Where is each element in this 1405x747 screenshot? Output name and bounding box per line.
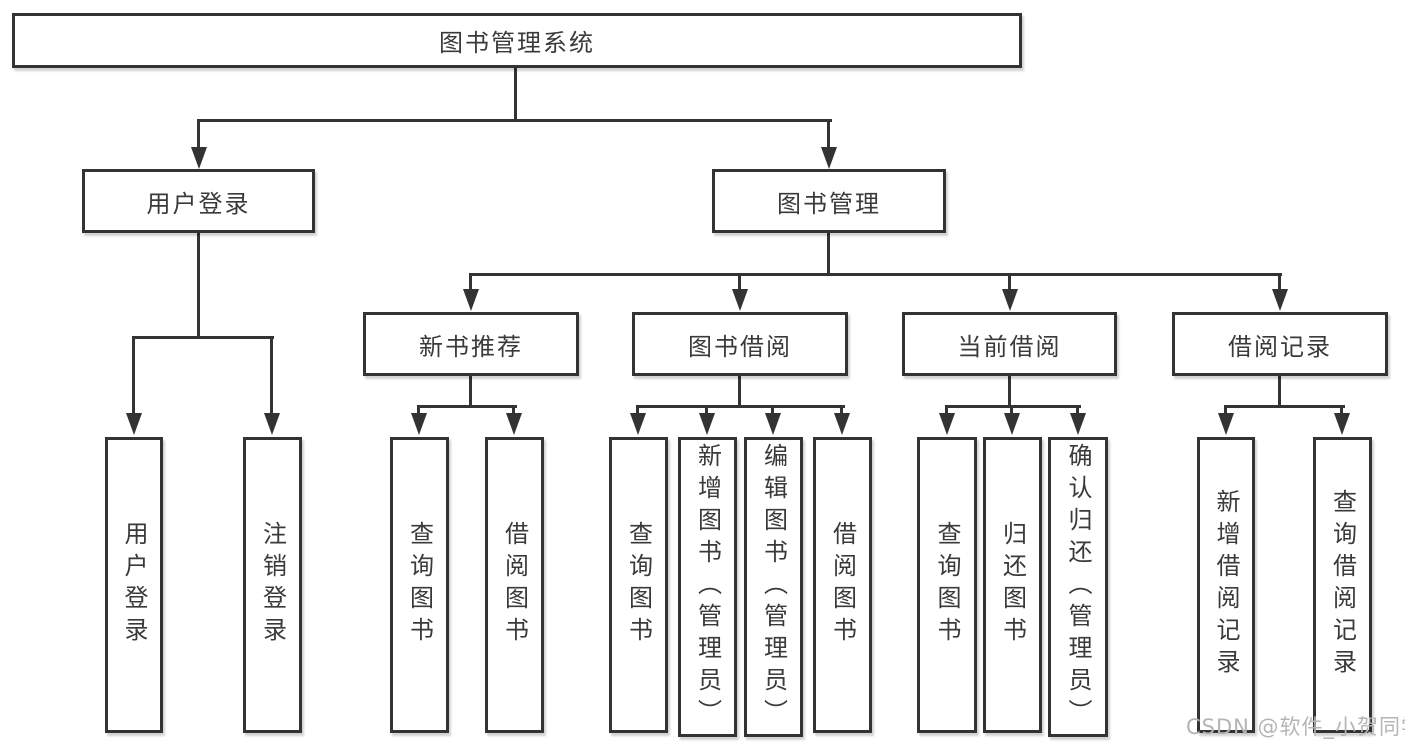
arrow-to-br-add (1218, 413, 1234, 435)
node-current-borrow-group: 当前借阅 (902, 312, 1117, 376)
connector-current-child3-stem (1076, 405, 1079, 417)
connector-level1-hbar (197, 119, 832, 122)
connector-records-child2-stem (1340, 405, 1343, 417)
connector-login-child2-stem (270, 336, 273, 415)
leaf-cb-query-books-label: 查询图书 (933, 521, 961, 649)
node-book-mgmt-label: 图书管理 (777, 189, 881, 218)
leaf-cb-confirm-return: 确认归还（管理员） (1048, 437, 1108, 737)
connector-newbook-drop (469, 376, 472, 408)
connector-records-hbar (1224, 405, 1345, 408)
connector-login-hbar (132, 336, 274, 339)
arrow-to-book-mgmt (821, 147, 837, 169)
csdn-watermark: CSDN @软件_小贺同学 (1186, 715, 1405, 739)
node-user-login-branch: 用户登录 (82, 169, 315, 233)
connector-login-child1-stem (132, 336, 135, 415)
leaf-cb-return-books: 归还图书 (983, 437, 1042, 733)
arrow-to-logout-leaf (264, 413, 280, 435)
connector-borrow-child4-stem (840, 405, 843, 417)
leaf-nb-query-books-label: 查询图书 (405, 521, 434, 649)
connector-group2-stem (738, 273, 741, 291)
leaf-nb-borrow-books: 借阅图书 (485, 437, 544, 733)
arrow-to-book-borrow-group (732, 289, 748, 311)
connector-records-drop (1278, 376, 1281, 408)
arrow-to-cb-query (939, 413, 955, 435)
leaf-bb-edit-books-label: 编辑图书（管理员） (759, 443, 788, 731)
connector-mgmt-stem (827, 119, 830, 149)
connector-group3-stem (1008, 273, 1011, 291)
node-book-mgmt-branch: 图书管理 (712, 169, 946, 233)
arrow-to-cb-confirm (1070, 413, 1086, 435)
leaf-logout: 注销登录 (243, 437, 302, 733)
node-root-label: 图书管理系统 (439, 29, 595, 57)
arrow-to-current-borrow-group (1002, 289, 1018, 311)
leaf-nb-query-books: 查询图书 (390, 437, 449, 733)
leaf-bb-borrow-books: 借阅图书 (813, 437, 872, 733)
connector-login-drop (197, 232, 200, 338)
leaf-cb-confirm-return-label: 确认归还（管理员） (1064, 443, 1092, 731)
arrow-to-nb-query (411, 413, 427, 435)
arrow-to-bb-edit (765, 413, 781, 435)
leaf-bb-query-books-label: 查询图书 (624, 521, 653, 649)
node-book-borrow-group: 图书借阅 (632, 312, 848, 376)
node-borrow-records-group: 借阅记录 (1172, 312, 1388, 376)
leaf-br-add-record: 新增借阅记录 (1197, 437, 1255, 733)
node-borrow-records-label: 借阅记录 (1228, 332, 1332, 361)
leaf-br-query-record-label: 查询借阅记录 (1328, 489, 1357, 681)
node-book-borrow-label: 图书借阅 (688, 332, 792, 361)
leaf-cb-return-books-label: 归还图书 (998, 521, 1027, 649)
node-root: 图书管理系统 (12, 13, 1022, 68)
connector-borrow-child1-stem (636, 405, 639, 417)
connector-newbook-child2-stem (512, 405, 515, 417)
arrow-to-cb-return (1004, 413, 1020, 435)
connector-borrow-hbar (636, 405, 845, 408)
connector-level2-hbar (469, 273, 1282, 276)
leaf-user-login-label: 用户登录 (120, 521, 148, 649)
node-user-login-label: 用户登录 (146, 189, 251, 218)
node-new-book-group: 新书推荐 (363, 312, 579, 376)
connector-newbook-hbar (417, 405, 517, 408)
arrow-to-br-query (1334, 413, 1350, 435)
connector-borrow-child3-stem (771, 405, 774, 417)
leaf-bb-query-books: 查询图书 (609, 437, 668, 733)
arrow-to-bb-borrow (834, 413, 850, 435)
node-new-book-label: 新书推荐 (419, 332, 523, 361)
connector-current-child1-stem (945, 405, 948, 417)
connector-group1-stem (469, 273, 472, 291)
leaf-bb-add-books-label: 新增图书（管理员） (693, 443, 722, 731)
connector-mgmt-drop (827, 232, 830, 276)
connector-borrow-drop (738, 376, 741, 408)
connector-newbook-child1-stem (417, 405, 420, 417)
connector-root-drop (514, 68, 517, 120)
connector-current-hbar (945, 405, 1081, 408)
arrow-to-new-book-group (463, 289, 479, 311)
connector-borrow-child2-stem (705, 405, 708, 417)
arrow-to-bb-add (699, 413, 715, 435)
arrow-to-login-leaf (126, 413, 142, 435)
leaf-bb-borrow-books-label: 借阅图书 (828, 521, 857, 649)
node-current-borrow-label: 当前借阅 (957, 332, 1062, 361)
leaf-bb-edit-books: 编辑图书（管理员） (744, 437, 803, 737)
leaf-br-add-record-label: 新增借阅记录 (1212, 489, 1240, 681)
leaf-user-login: 用户登录 (105, 437, 163, 733)
arrow-to-bb-query (630, 413, 646, 435)
leaf-nb-borrow-books-label: 借阅图书 (500, 521, 529, 649)
connector-records-child1-stem (1224, 405, 1227, 417)
leaf-br-query-record: 查询借阅记录 (1313, 437, 1372, 733)
arrow-to-nb-borrow (506, 413, 522, 435)
connector-group4-stem (1278, 273, 1281, 291)
leaf-bb-add-books: 新增图书（管理员） (678, 437, 737, 737)
leaf-cb-query-books: 查询图书 (917, 437, 977, 733)
arrow-to-user-login (191, 147, 207, 169)
connector-current-child2-stem (1010, 405, 1013, 417)
connector-login-stem (197, 119, 200, 149)
leaf-logout-label: 注销登录 (258, 521, 287, 649)
connector-current-drop (1008, 376, 1011, 408)
arrow-to-borrow-records-group (1272, 289, 1288, 311)
